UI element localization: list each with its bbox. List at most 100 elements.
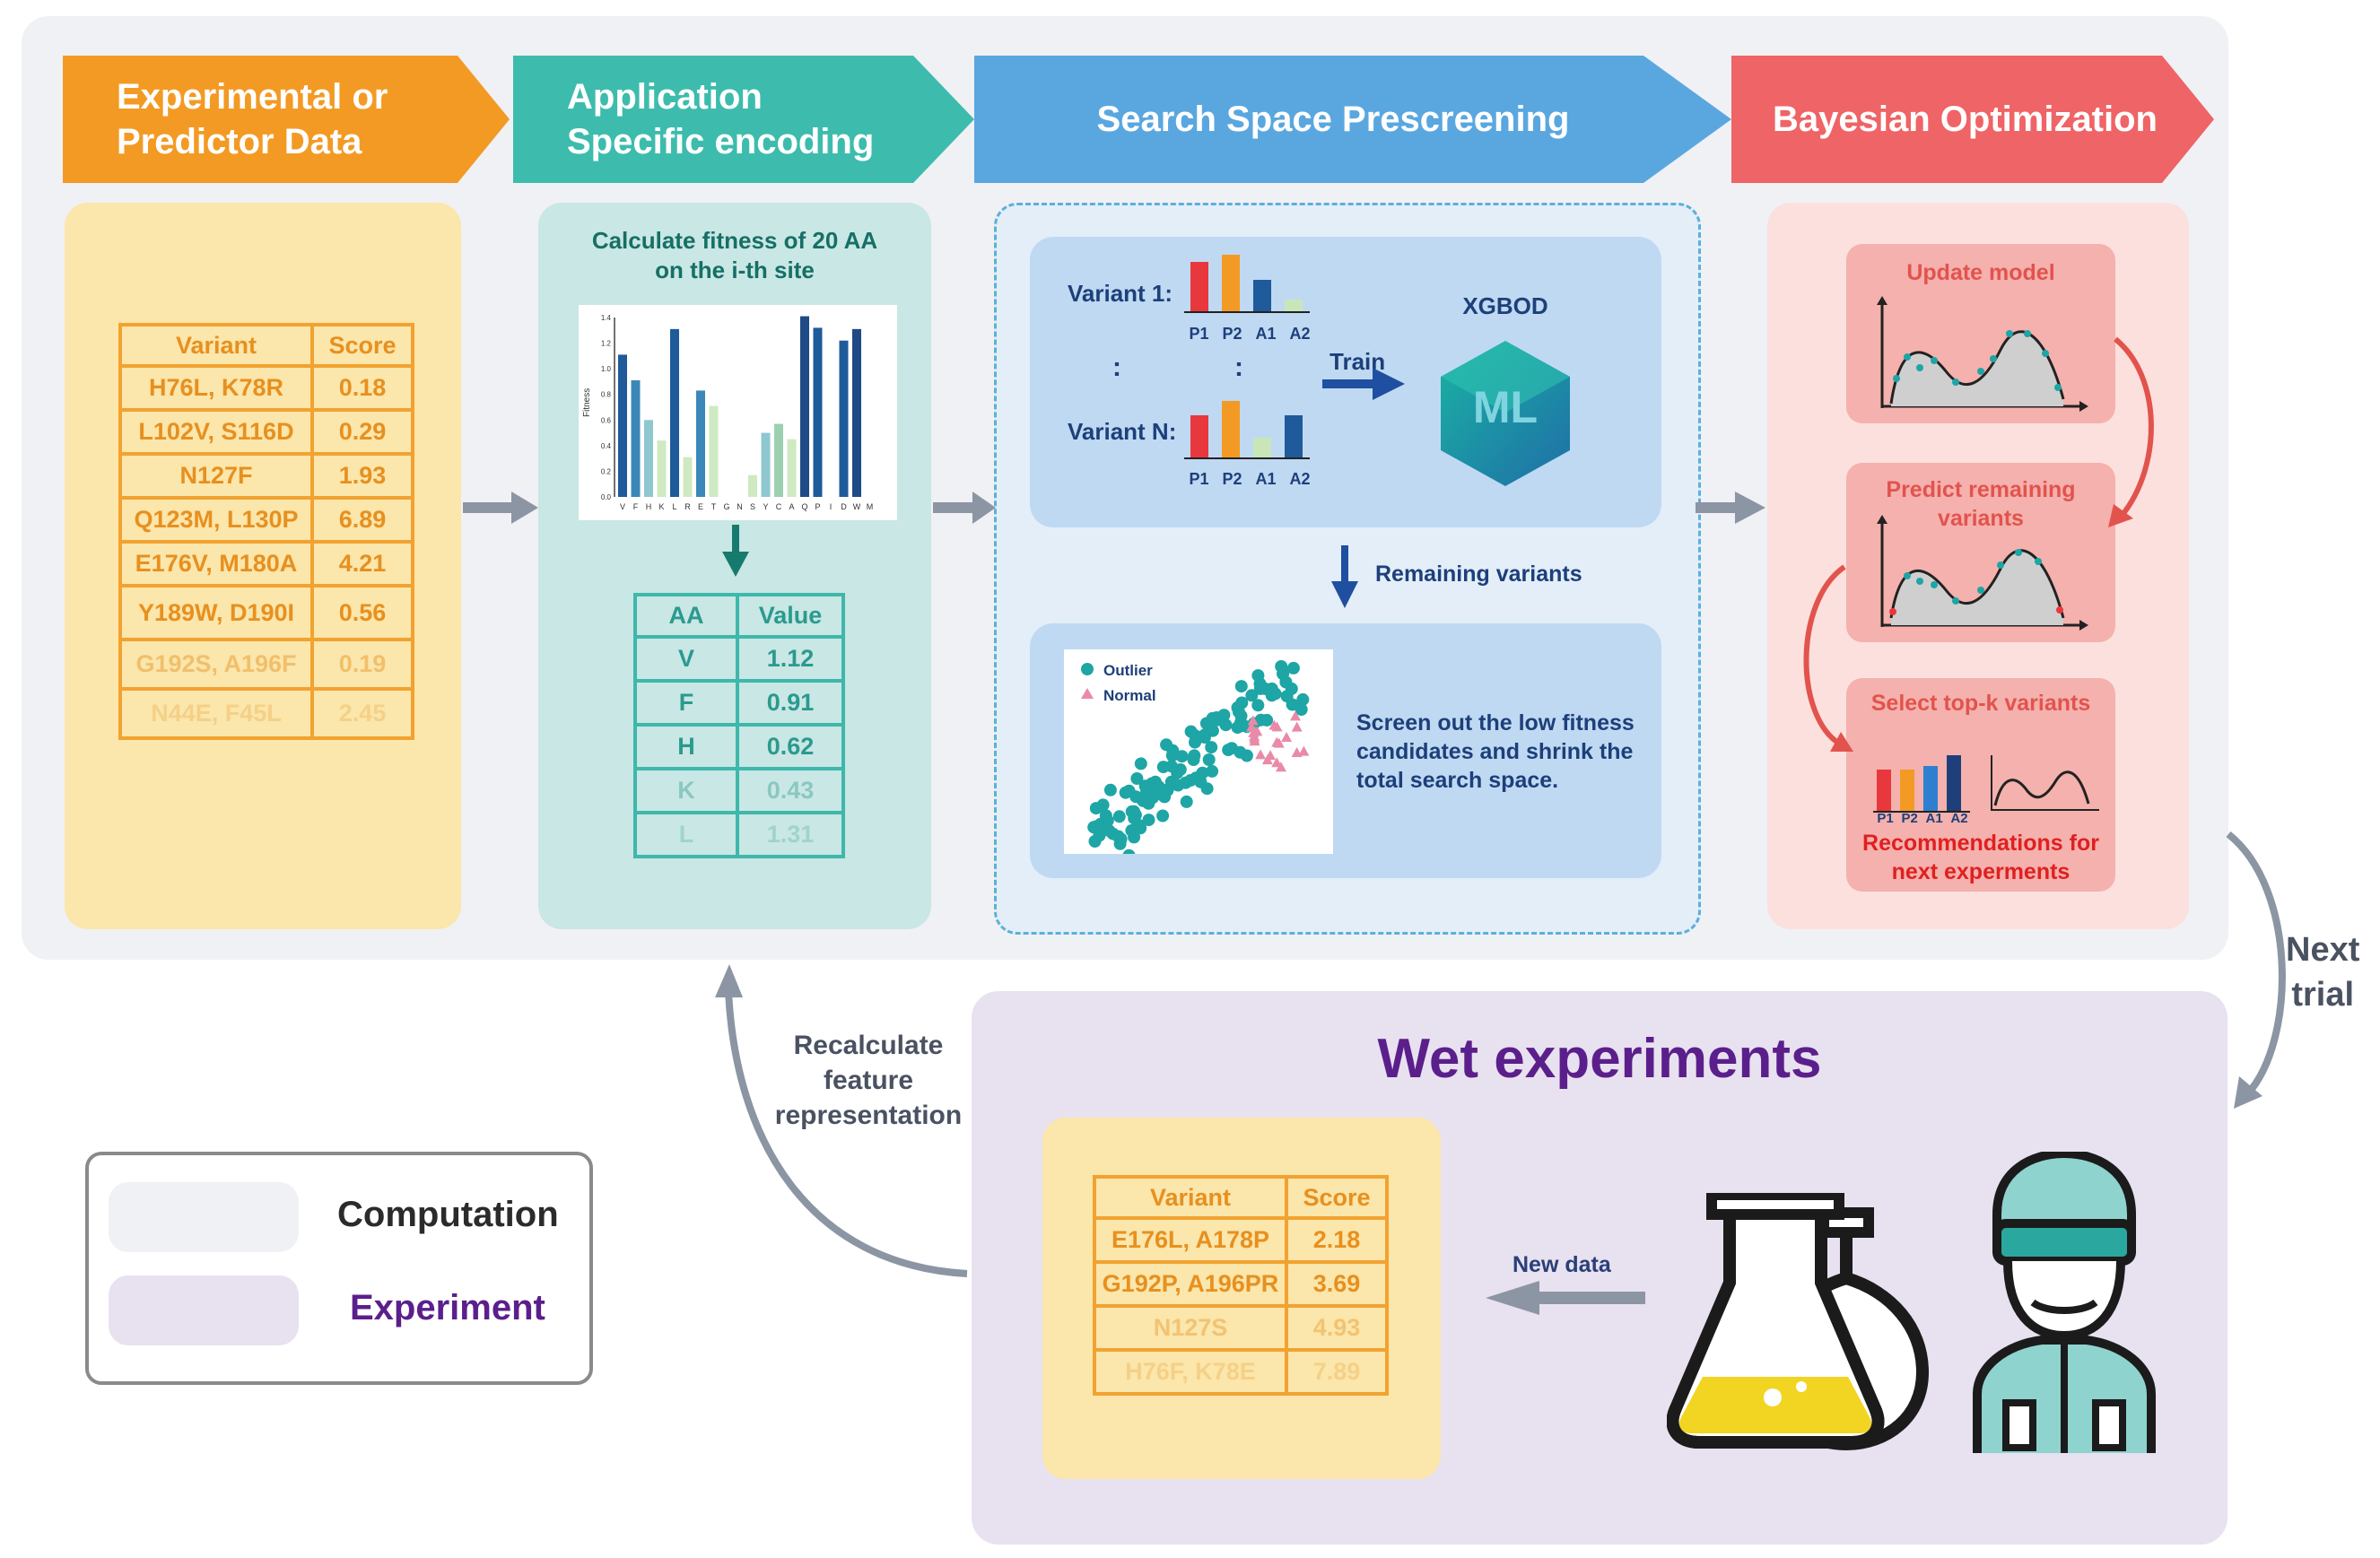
scatter-normal-point xyxy=(1271,757,1283,768)
fitness-bar xyxy=(800,316,809,497)
scatter-point xyxy=(1190,771,1203,785)
gp-curve-update xyxy=(1877,296,2088,412)
fitness-ytick: 1.2 xyxy=(601,340,612,348)
scatter-point xyxy=(1240,749,1253,762)
fitness-ytick: 0.4 xyxy=(601,442,612,450)
step-experimental-data: Experimental or Predictor Data xyxy=(117,77,388,161)
fitness-xtick: Q xyxy=(801,502,807,511)
variantN-bars xyxy=(1184,401,1310,459)
fitness-ytick: 1.4 xyxy=(601,314,612,322)
fitness-xtick: F xyxy=(633,502,639,511)
scatter-point xyxy=(1130,772,1144,785)
scatter-point xyxy=(1206,764,1219,778)
encoding-title: Calculate fitness of 20 AA on the i-th s… xyxy=(591,227,878,283)
fitness-xtick: S xyxy=(750,502,755,511)
fitness-xtick: P xyxy=(815,502,820,511)
scatter-point xyxy=(1277,667,1289,681)
scatter-point xyxy=(1142,814,1155,827)
scatter-point xyxy=(1128,831,1141,844)
fitness-xtick: M xyxy=(867,502,874,511)
fitness-xtick: C xyxy=(776,502,782,511)
fitness-xtick: E xyxy=(698,502,703,511)
variant1-label: Variant 1: xyxy=(1068,280,1173,307)
scatter-point xyxy=(1128,812,1141,825)
fitness-xtick: G xyxy=(723,502,729,511)
gp-curve-predict xyxy=(1877,515,2088,631)
scatter-point xyxy=(1268,687,1282,701)
scatter-point xyxy=(1253,682,1267,695)
remaining-label: Remaining variants xyxy=(1375,561,1582,587)
ellipsis: : xyxy=(1234,353,1243,382)
step-prescreening: Search Space Prescreening xyxy=(1096,100,1570,139)
scatter-point xyxy=(1202,753,1216,766)
step-arrows xyxy=(63,56,2214,183)
scatter-normal-point xyxy=(1298,745,1310,756)
fitness-xtick: I xyxy=(830,502,833,511)
scatter-point xyxy=(1175,750,1189,763)
scatter-point xyxy=(1122,849,1136,854)
fitness-xtick: Y xyxy=(763,502,768,511)
scatter-point xyxy=(1254,713,1268,727)
legend-normal: Normal xyxy=(1103,687,1156,704)
recalculate-label: Recalculate feature representation xyxy=(774,1031,963,1130)
scatter-point xyxy=(1134,822,1147,835)
fitness-bar xyxy=(839,340,849,497)
fitness-bar xyxy=(644,420,653,497)
scatter-point xyxy=(1134,757,1147,770)
scatter-point xyxy=(1217,709,1231,722)
fitness-ytick: 0.8 xyxy=(601,391,612,399)
scientist-icon xyxy=(1973,1152,2156,1453)
scatter-normal-point xyxy=(1255,749,1267,760)
scatter-normal-point xyxy=(1271,736,1283,747)
scatter-point xyxy=(1180,795,1193,808)
scatter-normal-point xyxy=(1268,719,1280,730)
fitness-xtick: D xyxy=(841,502,847,511)
legend-computation-label: Computation xyxy=(337,1195,559,1234)
scatter-point xyxy=(1296,692,1310,706)
fitness-ytick: 1.0 xyxy=(601,365,612,373)
step-bayesian-optimization: Bayesian Optimization xyxy=(1773,100,2158,139)
scatter-normal-point xyxy=(1291,721,1303,732)
remaining-arrow-icon xyxy=(1331,545,1358,608)
scatter-point xyxy=(1156,809,1170,823)
variantN-label: Variant N: xyxy=(1068,418,1177,445)
fitness-xtick: A xyxy=(789,502,794,511)
fitness-xtick: T xyxy=(711,502,717,511)
fitness-ylabel: Fitness xyxy=(582,388,592,417)
bo-cycle-arrows xyxy=(1803,336,2154,752)
fitness-xtick: L xyxy=(672,502,676,511)
fitness-xtick: N xyxy=(737,502,743,511)
screen-description: Screen out the low fitness candidates an… xyxy=(1356,710,1635,793)
fitness-ytick: 0.2 xyxy=(601,467,612,475)
scatter-point xyxy=(1188,749,1201,762)
scatter-point xyxy=(1103,783,1117,796)
fitness-bar xyxy=(852,328,861,497)
step-encoding: Application Specific encoding xyxy=(567,77,875,161)
scatter-point xyxy=(1234,719,1248,733)
scatter-point xyxy=(1122,784,1136,797)
update-model-box: Update model xyxy=(1846,244,2115,423)
scatter-point xyxy=(1159,784,1173,796)
scatter-point xyxy=(1234,680,1248,693)
scatter-point xyxy=(1103,824,1116,838)
scatter-normal-point xyxy=(1281,732,1293,743)
flow-arrows xyxy=(463,492,1765,524)
fitness-ytick: 0.6 xyxy=(601,416,612,424)
scatter-point xyxy=(1206,724,1219,737)
down-arrow-icon xyxy=(722,525,749,577)
